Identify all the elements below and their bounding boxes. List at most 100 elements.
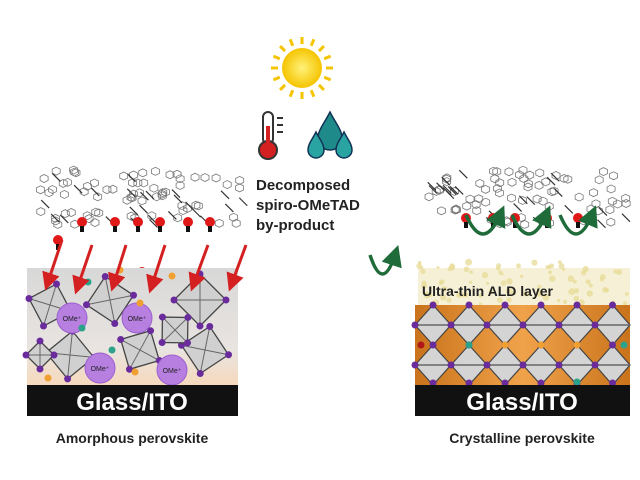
halide-node: [411, 361, 419, 369]
octahedron-edge: [67, 331, 73, 379]
benzene-ring: [465, 194, 475, 204]
sun-ray: [309, 38, 316, 47]
halide-node: [555, 321, 563, 329]
bond: [127, 173, 136, 183]
halide-node: [447, 321, 455, 329]
benzene-ring: [606, 217, 616, 227]
halide-node: [22, 351, 30, 359]
ald-layer: [416, 258, 630, 306]
sun-ray: [288, 89, 295, 98]
benzene-ring: [492, 184, 502, 193]
cation-dot: [465, 341, 473, 349]
halide-node: [537, 379, 545, 387]
ion-label: OMe⁺: [163, 368, 182, 375]
byproduct-molecule: [56, 244, 60, 250]
bond: [145, 190, 155, 200]
halide-node: [25, 294, 33, 302]
ald-particle: [416, 263, 422, 269]
halide-node: [125, 365, 133, 373]
halide-node: [501, 301, 509, 309]
bond: [513, 203, 523, 212]
ald-particle: [468, 280, 473, 284]
green-arrow: [368, 245, 402, 276]
halide-node: [483, 321, 491, 329]
ald-particle: [506, 278, 513, 285]
benzene-ring: [66, 208, 76, 217]
benzene-ring: [222, 180, 232, 189]
recycle-arrows: [368, 205, 598, 276]
octahedron-edge: [43, 283, 57, 327]
benzene-ring: [452, 205, 461, 215]
benzene-ring: [607, 196, 617, 206]
ald-particle: [511, 290, 516, 295]
bond: [597, 219, 606, 229]
ald-particle: [531, 259, 538, 266]
bond: [167, 211, 177, 220]
bond: [428, 185, 438, 194]
byproduct-molecule: [208, 226, 212, 232]
halide-node: [170, 296, 178, 304]
benzene-ring: [451, 204, 461, 214]
benzene-ring: [119, 171, 129, 181]
bond: [171, 189, 181, 198]
benzene-ring: [235, 183, 244, 193]
benzene-ring: [495, 178, 505, 188]
bond: [454, 186, 464, 195]
ald-particle: [485, 281, 490, 286]
benzene-ring: [471, 200, 481, 209]
ald-particle: [537, 284, 542, 289]
halide-node: [429, 341, 437, 349]
caption-line-1: Decomposed: [256, 177, 350, 194]
ald-particle: [428, 292, 433, 298]
byproduct-molecule: [133, 217, 143, 227]
benzene-ring: [36, 185, 45, 195]
halide-node: [82, 301, 90, 309]
ald-particle: [448, 264, 456, 271]
ald-particle: [461, 293, 465, 298]
benzene-ring: [91, 207, 101, 217]
benzene-ring: [515, 170, 524, 180]
red-arrow: [226, 244, 248, 292]
bond: [546, 176, 556, 186]
benzene-ring: [39, 174, 49, 183]
benzene-ring: [589, 188, 598, 198]
byproduct-molecule: [77, 217, 87, 227]
ald-particle: [421, 282, 428, 289]
halide-node: [206, 322, 214, 330]
ion-label: OMe⁺: [91, 366, 110, 373]
benzene-ring: [594, 175, 604, 185]
halide-node: [196, 322, 204, 330]
benzene-ring: [449, 187, 459, 196]
benzene-ring: [59, 189, 69, 199]
spiro-ometad-layer-right: [424, 165, 631, 229]
halide-node: [225, 351, 233, 359]
benzene-ring: [235, 175, 245, 185]
ald-particle: [525, 291, 530, 297]
ald-particle: [478, 293, 483, 298]
byproduct-molecule: [155, 217, 165, 227]
bond: [220, 190, 230, 200]
halide-node: [222, 296, 230, 304]
benzene-ring: [79, 187, 89, 197]
byproduct-molecule: [183, 217, 193, 227]
benzene-ring: [93, 192, 103, 202]
cation-dot: [84, 278, 92, 286]
ald-particle: [456, 292, 463, 299]
benzene-ring: [139, 178, 149, 188]
benzene-ring: [108, 184, 118, 194]
benzene-ring: [605, 205, 615, 215]
halide-node: [609, 301, 616, 309]
ald-particle: [582, 266, 589, 273]
benzene-ring: [177, 201, 187, 211]
benzene-ring: [532, 194, 542, 204]
benzene-ring: [175, 174, 185, 184]
ald-particle: [568, 288, 576, 296]
ald-particle: [446, 297, 452, 303]
halide-node: [111, 320, 119, 328]
halide-node: [447, 361, 455, 369]
bond: [564, 204, 574, 214]
ald-particle: [542, 293, 550, 301]
halide-node: [465, 379, 473, 387]
byproduct-molecule: [80, 226, 84, 232]
